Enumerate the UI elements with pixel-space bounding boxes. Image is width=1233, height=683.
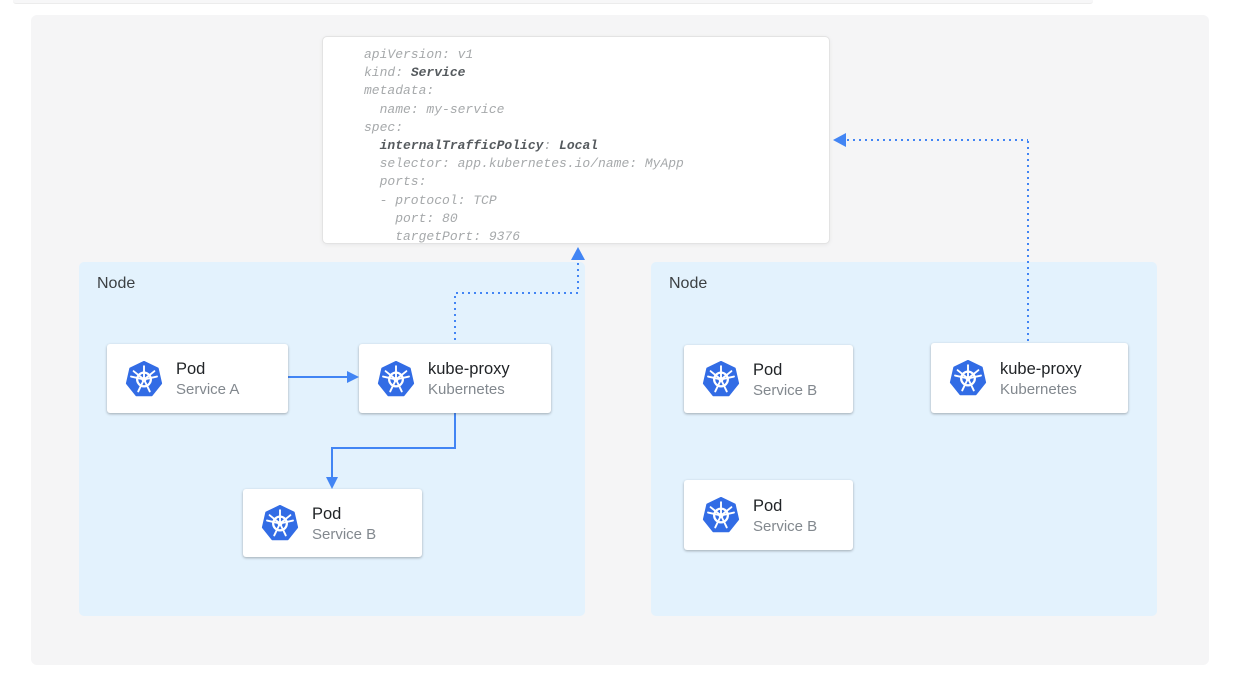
yaml-code-block: apiVersion: v1 kind: Service metadata: nam…: [364, 46, 829, 244]
yaml-line: apiVersion: v1: [364, 47, 474, 62]
arrow-pod-a-to-kubeproxy-line: [288, 376, 348, 378]
card-text: Pod Service A: [176, 358, 239, 399]
card-text: Pod Service B: [312, 503, 376, 544]
card-pod-service-b-right-top: Pod Service B: [684, 345, 853, 413]
node-left-label: Node: [97, 275, 136, 292]
yaml-line: - protocol: TCP: [364, 192, 497, 208]
card-text: Pod Service B: [753, 359, 817, 400]
kubernetes-icon: [702, 496, 740, 534]
yaml-line: targetPort: 9376: [364, 229, 521, 244]
card-title: Pod: [176, 360, 206, 378]
arrow-kubeproxy-to-pod-b-segment-2: [331, 447, 456, 449]
card-title: Pod: [753, 360, 783, 379]
card-kube-proxy-left: kube-proxy Kubernetes: [359, 344, 551, 413]
node-right-label: Node: [669, 275, 708, 292]
card-title: kube-proxy: [428, 360, 510, 378]
card-text: kube-proxy Kubernetes: [1000, 358, 1082, 399]
toolbar-edge: [13, 0, 1093, 4]
yaml-line: ports:: [364, 174, 427, 190]
card-text: Pod Service B: [753, 495, 817, 536]
arrow-kubeproxy-to-pod-b-head: [326, 477, 338, 489]
yaml-line: metadata:: [364, 83, 435, 99]
yaml-line: kind: Service: [364, 65, 466, 81]
kubernetes-icon: [125, 360, 163, 398]
kubernetes-icon: [702, 360, 740, 398]
card-subtitle: Kubernetes: [428, 381, 505, 398]
card-subtitle: Service B: [312, 525, 377, 543]
card-kube-proxy-right: kube-proxy Kubernetes: [931, 343, 1128, 413]
card-subtitle: Service B: [753, 381, 818, 399]
yaml-line: name: my-service: [364, 101, 505, 117]
yaml-line: spec:: [364, 119, 404, 135]
arrow-kubeproxy-right-to-service-head: [833, 133, 846, 147]
card-pod-service-a: Pod Service A: [107, 344, 288, 413]
yaml-line: selector: app.kubernetes.io/name: MyApp: [364, 156, 684, 172]
node-left: Node: [79, 262, 585, 616]
card-pod-service-b-left: Pod Service B: [243, 489, 422, 557]
arrow-kubeproxy-left-to-service-segment-2: [456, 292, 579, 294]
arrow-kubeproxy-right-to-service-segment-2: [847, 139, 1028, 141]
arrow-kubeproxy-to-pod-b-segment-3: [331, 449, 333, 478]
arrow-pod-a-to-kubeproxy-head: [347, 371, 359, 383]
yaml-line: port: 80: [364, 210, 458, 226]
card-subtitle: Service B: [753, 517, 818, 535]
arrow-kubeproxy-left-to-service-head: [571, 247, 585, 260]
card-subtitle: Service A: [176, 381, 240, 398]
card-title: kube-proxy: [1000, 359, 1082, 378]
kubernetes-icon: [377, 360, 415, 398]
card-pod-service-b-right-bottom: Pod Service B: [684, 480, 853, 550]
arrow-kubeproxy-right-to-service-segment-1: [1027, 141, 1029, 343]
card-subtitle: Kubernetes: [1000, 380, 1077, 398]
card-title: Pod: [753, 496, 783, 515]
arrow-kubeproxy-to-pod-b-segment-1: [454, 413, 456, 449]
kubernetes-icon: [949, 359, 987, 397]
service-yaml-card: apiVersion: v1 kind: Service metadata: nam…: [322, 36, 830, 244]
arrow-kubeproxy-left-to-service-segment-3: [577, 263, 579, 292]
yaml-line: internalTrafficPolicy: Local: [379, 138, 599, 154]
card-text: kube-proxy Kubernetes: [428, 358, 510, 399]
kubernetes-icon: [261, 504, 299, 542]
arrow-kubeproxy-left-to-service-segment-1: [454, 296, 456, 343]
node-right: Node: [651, 262, 1157, 616]
card-title: Pod: [312, 504, 342, 523]
